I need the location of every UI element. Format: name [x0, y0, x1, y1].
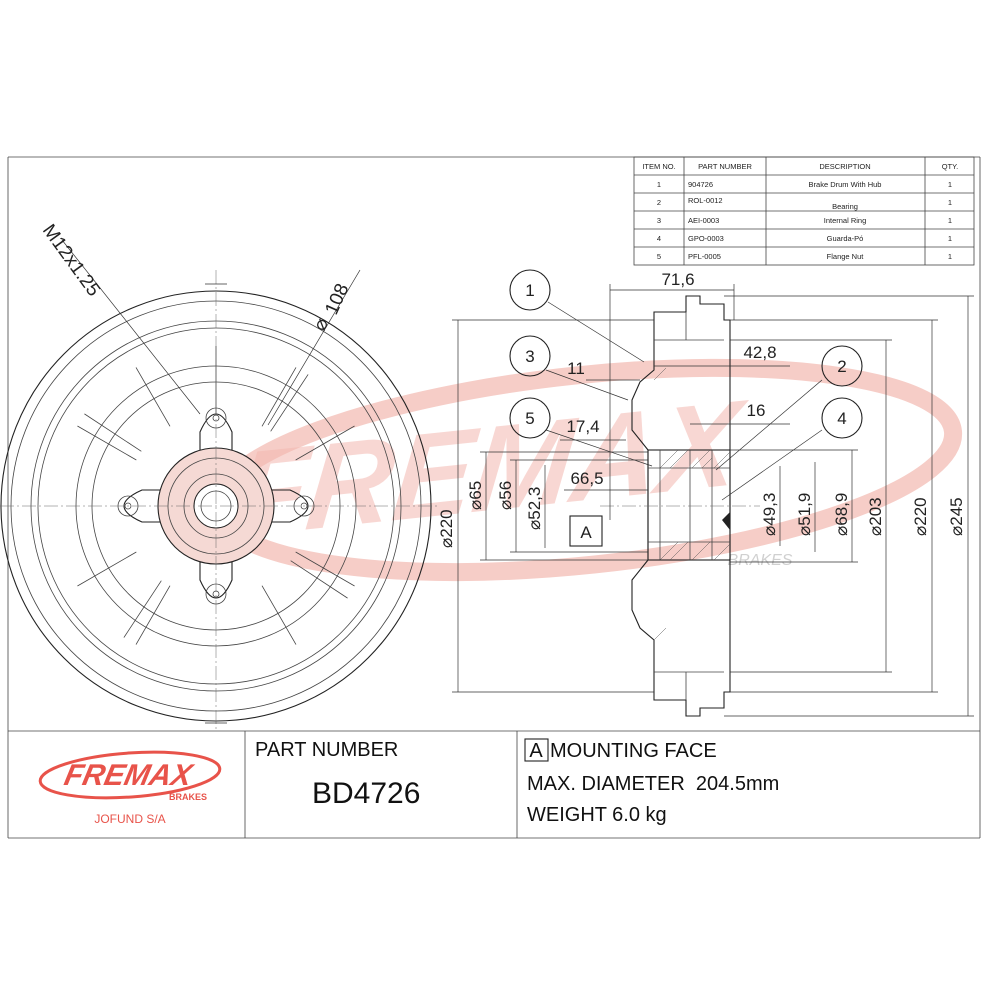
dim-52-3-value: 52,3: [525, 487, 544, 520]
table-header-part: PART NUMBER: [698, 162, 752, 171]
dim-71-6: 71,6: [661, 270, 694, 289]
bolt-circle-diameter-symbol: ⌀: [309, 315, 333, 334]
dim-56-value: 56: [496, 481, 515, 500]
table-row: 3 AEI-0003 Internal Ring 1: [657, 216, 952, 225]
table-row: 2 ROL-0012 Bearing 1: [657, 196, 952, 211]
dim-51-9-value: 51,9: [795, 493, 814, 526]
diameter-dimension-lines: [452, 284, 974, 717]
dim-49-3-value: 49,3: [760, 493, 779, 526]
dim-16: 16: [747, 401, 766, 420]
datum-box-label: A: [529, 740, 543, 762]
table-cell: 2: [657, 198, 661, 207]
dim-220-left: ⌀220: [437, 509, 456, 548]
bolt-circle-label: 108: [321, 281, 353, 319]
balloon-4: 4: [837, 409, 846, 428]
balloon-1: 1: [525, 281, 534, 300]
table-cell: 3: [657, 216, 661, 225]
balloon-5: 5: [525, 409, 534, 428]
table-cell: 1: [948, 180, 952, 189]
drum-ribs: [77, 346, 355, 645]
max-diameter: MAX. DIAMETER 204.5mm: [527, 773, 779, 795]
dim-220-right-value: 220: [911, 497, 930, 525]
table-row: 5 PFL-0005 Flange Nut 1: [657, 252, 952, 261]
dim-203: ⌀203: [866, 497, 885, 536]
table-cell: GPO-0003: [688, 234, 724, 243]
dim-51-9: ⌀51,9: [795, 493, 814, 536]
part-number: BD4726: [312, 777, 420, 810]
table-cell: AEI-0003: [688, 216, 719, 225]
table-cell: Internal Ring: [824, 216, 867, 225]
company-name: JOFUND S/A: [94, 812, 165, 826]
dim-68-9-value: 68,9: [832, 493, 851, 526]
watermark-brand: FREMAX: [228, 373, 752, 563]
table-cell: Guarda-Pó: [827, 234, 864, 243]
table-cell: 1: [948, 252, 952, 261]
dim-65-value: 65: [466, 481, 485, 500]
front-view: [0, 239, 440, 730]
table-cell: PFL-0005: [688, 252, 721, 261]
dim-68-9: ⌀68,9: [832, 493, 851, 536]
table-cell: Flange Nut: [827, 252, 865, 261]
dim-203-value: 203: [866, 497, 885, 525]
table-cell: 5: [657, 252, 661, 261]
balloons: 1 3 5 2 4: [509, 269, 863, 439]
parts-table: ITEM NO. PART NUMBER DESCRIPTION QTY. 1 …: [633, 156, 975, 266]
table-cell: Brake Drum With Hub: [809, 180, 882, 189]
weight: WEIGHT 6.0 kg: [527, 804, 667, 826]
table-cell: 1: [948, 216, 952, 225]
part-number-label: PART NUMBER: [255, 739, 398, 761]
dim-56: ⌀56: [496, 481, 515, 510]
dim-245-value: 245: [947, 497, 966, 525]
watermark-sub: BRAKES: [728, 552, 793, 569]
datum-label: A: [580, 523, 592, 542]
dim-11: 11: [567, 359, 585, 378]
logo-sub: BRAKES: [169, 792, 207, 802]
table-cell: 1: [948, 234, 952, 243]
dim-17-4: 17,4: [566, 417, 599, 436]
table-cell: 1: [948, 198, 952, 207]
dim-65: ⌀65: [466, 481, 485, 510]
logo-text: FREMAX: [61, 759, 196, 792]
table-header-desc: DESCRIPTION: [819, 162, 870, 171]
section-hatching: [653, 367, 731, 641]
table-cell: Bearing: [832, 202, 858, 211]
table-cell: 4: [657, 234, 661, 243]
table-row: 1 904726 Brake Drum With Hub 1: [657, 180, 952, 189]
brand-logo: FREMAX BRAKES JOFUND S/A: [38, 750, 222, 826]
balloon-2: 2: [837, 357, 846, 376]
dim-220-right: ⌀220: [911, 497, 930, 536]
table-row: 4 GPO-0003 Guarda-Pó 1: [657, 234, 952, 243]
dim-66-5: 66,5: [570, 469, 603, 488]
table-cell: ROL-0012: [688, 196, 723, 205]
table-cell: 1: [657, 180, 661, 189]
dim-52-3: ⌀52,3: [525, 487, 544, 530]
dim-245: ⌀245: [947, 497, 966, 536]
table-cell: 904726: [688, 180, 713, 189]
section-view: [452, 284, 974, 717]
mounting-face: MOUNTING FACE: [550, 740, 717, 762]
table-header-qty: QTY.: [942, 162, 959, 171]
dim-49-3: ⌀49,3: [760, 493, 779, 536]
table-header-item: ITEM NO.: [642, 162, 675, 171]
dim-220-left-value: 220: [437, 509, 456, 537]
title-block: FREMAX BRAKES JOFUND S/A PART NUMBER BD4…: [38, 738, 779, 826]
drawing-frame: [7, 156, 981, 839]
balloon-3: 3: [525, 347, 534, 366]
thread-label: M12x1.25: [38, 221, 104, 301]
dim-42-8: 42,8: [743, 343, 776, 362]
